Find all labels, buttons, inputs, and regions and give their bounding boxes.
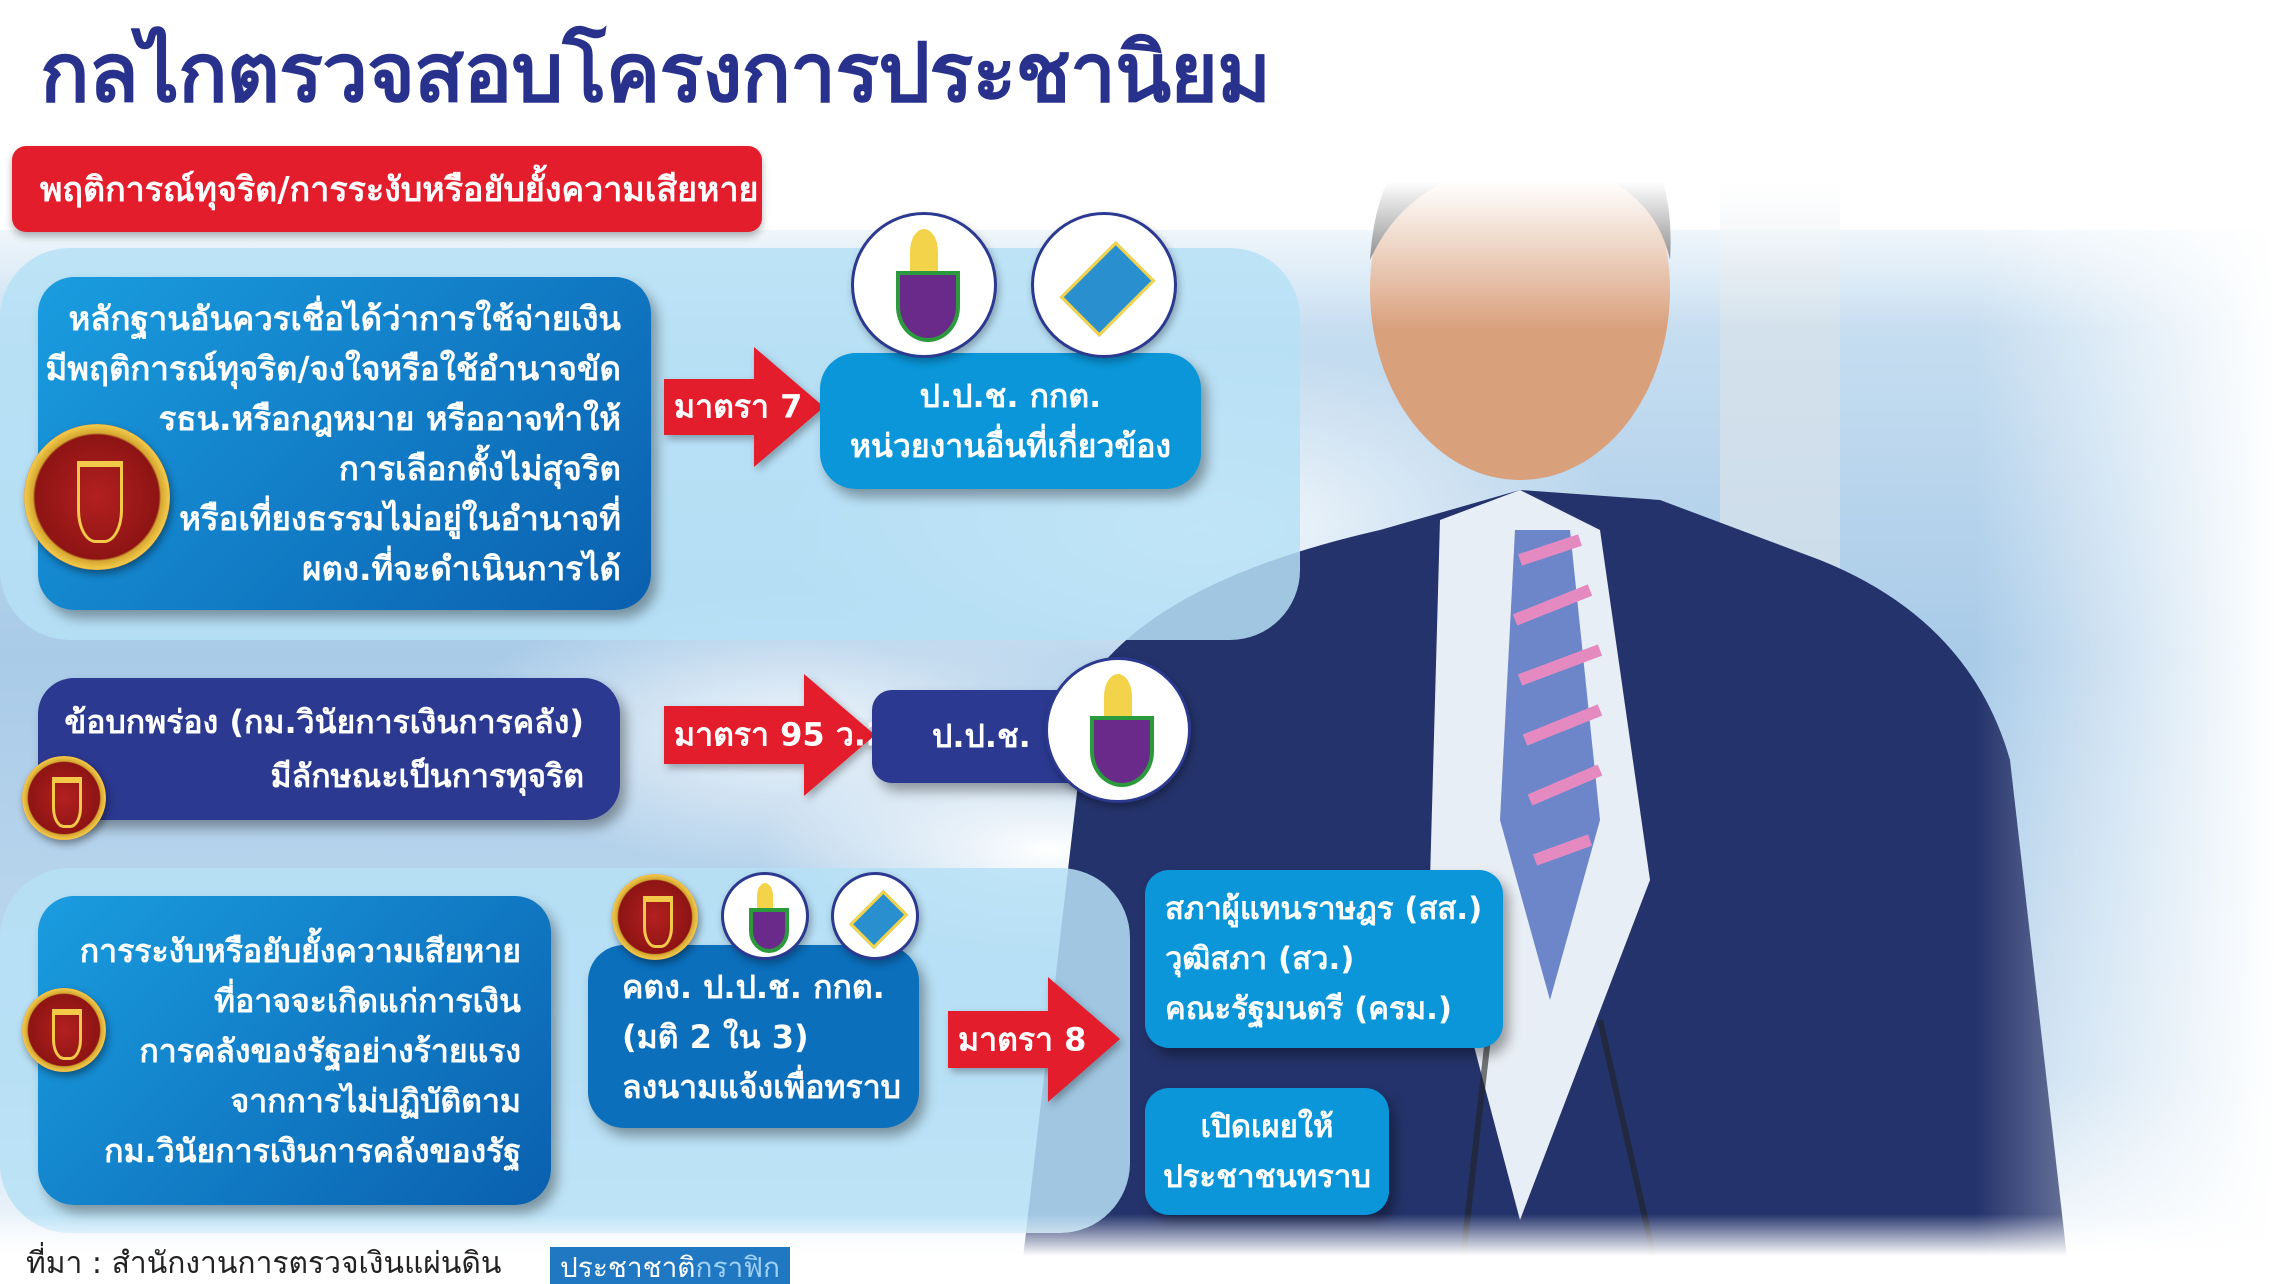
- disclose-line: เปิดเผยให้: [1200, 1108, 1334, 1145]
- disclose-line: ประชาชนทราบ: [1163, 1158, 1371, 1195]
- row3-line: การระงับหรือยับยั้งความเสียหาย: [79, 931, 521, 970]
- page-title: กลไกตรวจสอบโครงการประชานิยม: [40, 26, 1271, 121]
- row1-line: ผตง.ที่จะดำเนินการได้: [302, 548, 621, 588]
- category-banner: พฤติการณ์ทุจริต/การระงับหรือยับยั้งความเ…: [12, 146, 762, 232]
- oag-seal-icon: [24, 424, 170, 570]
- target-line: สภาผู้แทนราษฎร (สส.): [1165, 891, 1483, 927]
- nacc-logo-icon: [721, 872, 809, 960]
- arrow-section-95: มาตรา 95 ว.2: [664, 674, 888, 796]
- arrow-section-7: มาตรา 7: [664, 347, 824, 467]
- source-note: ที่มา : สำนักงานการตรวจเงินแผ่นดิน: [26, 1246, 502, 1281]
- row3-targets-box: สภาผู้แทนราษฎร (สส.) วุฒิสภา (สว.) คณะรั…: [1145, 870, 1503, 1048]
- row2-condition-box: ข้อบกพร่อง (กม.วินัยการเงินการคลัง) มีลั…: [38, 678, 620, 820]
- row3-line: ที่อาจจะเกิดแก่การเงิน: [213, 981, 521, 1020]
- target-line: ป.ป.ช. กกต.: [919, 377, 1102, 415]
- bottom-fade: [0, 1214, 2276, 1284]
- oag-seal-icon: [22, 756, 106, 840]
- brand-part: ประชาชาติ: [560, 1251, 696, 1284]
- brand-part: กราฟิก: [695, 1251, 781, 1284]
- row3-line: การคลังของรัฐอย่างร้ายแรง: [139, 1031, 521, 1070]
- ect-logo-icon: [831, 872, 919, 960]
- nacc-logo-icon: [1045, 657, 1191, 803]
- row3-committee-box: คตง. ป.ป.ช. กกต. (มติ 2 ใน 3) ลงนามแจ้งเ…: [588, 945, 919, 1128]
- arrow-label: มาตรา 95 ว.2: [674, 715, 889, 754]
- row3-condition-box: การระงับหรือยับยั้งความเสียหาย ที่อาจจะเ…: [38, 896, 551, 1205]
- target-line: คณะรัฐมนตรี (ครม.): [1165, 991, 1453, 1027]
- target-line: วุฒิสภา (สว.): [1165, 941, 1355, 977]
- row1-line: รธน.หรือกฎหมาย หรืออาจทำให้: [158, 398, 621, 438]
- brand-logo: ประชาชาติกราฟิก: [550, 1247, 790, 1284]
- right-fade: [1976, 0, 2276, 1284]
- arrow-label: มาตรา 8: [958, 1020, 1087, 1058]
- row2-line: ข้อบกพร่อง (กม.วินัยการเงินการคลัง): [64, 703, 584, 741]
- committee-line: ลงนามแจ้งเพื่อทราบ: [622, 1067, 901, 1106]
- committee-line: (มติ 2 ใน 3): [622, 1017, 809, 1056]
- arrow-label: มาตรา 7: [674, 387, 803, 426]
- committee-line: คตง. ป.ป.ช. กกต.: [622, 967, 885, 1006]
- nacc-logo-icon: [851, 212, 997, 358]
- row1-condition-box: หลักฐานอันควรเชื่อได้ว่าการใช้จ่ายเงิน ม…: [38, 277, 651, 610]
- row1-line: หลักฐานอันควรเชื่อได้ว่าการใช้จ่ายเงิน: [68, 298, 621, 338]
- row3-line: จากการไม่ปฏิบัติตาม: [230, 1081, 521, 1120]
- row3-line: กม.วินัยการเงินการคลังของรัฐ: [104, 1131, 521, 1170]
- row1-line: หรือเที่ยงธรรมไม่อยู่ในอำนาจที่: [179, 498, 621, 538]
- row1-line: การเลือกตั้งไม่สุจริต: [338, 448, 621, 488]
- ect-logo-icon: [1031, 212, 1177, 358]
- arrow-section-8: มาตรา 8: [948, 977, 1120, 1102]
- target-line: หน่วยงานอื่นที่เกี่ยวข้อง: [849, 427, 1172, 465]
- target-label: ป.ป.ช.: [932, 717, 1031, 755]
- oag-seal-icon: [612, 874, 698, 960]
- disclose-box: เปิดเผยให้ ประชาชนทราบ: [1145, 1088, 1389, 1215]
- oag-seal-icon: [22, 988, 106, 1072]
- row1-line: มีพฤติการณ์ทุจริต/จงใจหรือใช้อำนาจขัด: [45, 348, 621, 388]
- row2-line: มีลักษณะเป็นการทุจริต: [270, 757, 584, 795]
- row1-target-box: ป.ป.ช. กกต. หน่วยงานอื่นที่เกี่ยวข้อง: [820, 353, 1201, 489]
